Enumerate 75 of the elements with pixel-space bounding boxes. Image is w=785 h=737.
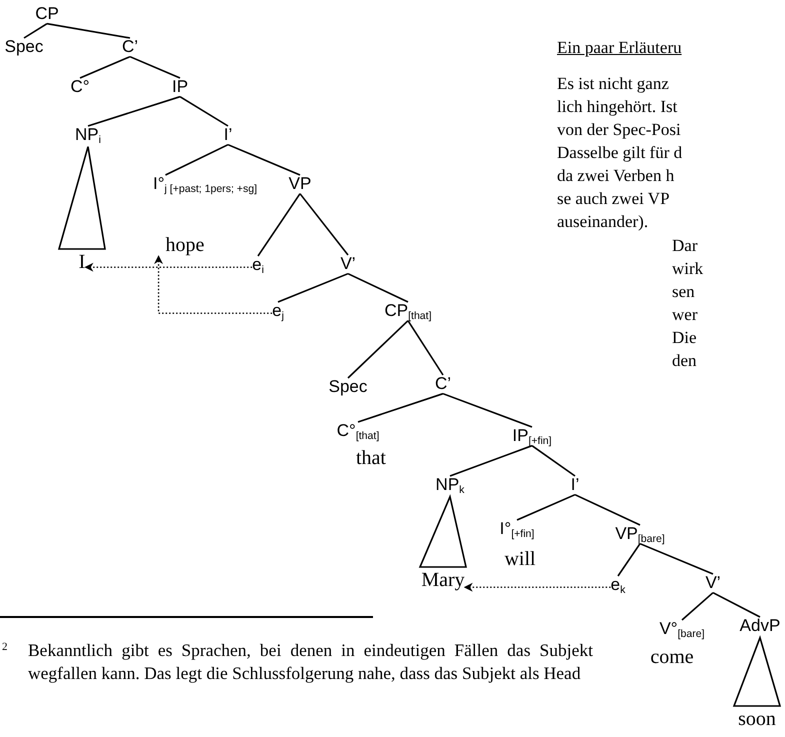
tree-branch xyxy=(299,193,349,256)
tree-node-label: NP$_{k}$ xyxy=(436,476,464,495)
tree-node-label: VP xyxy=(288,175,312,194)
tree-node-label: C’ xyxy=(122,38,138,57)
tree-branch xyxy=(681,592,714,621)
tree-node-label: NP$_{i}$ xyxy=(75,126,101,145)
tree-node-label: V’ xyxy=(340,255,356,274)
tree-branch xyxy=(348,272,408,303)
text-line: den xyxy=(672,352,697,371)
word-label: come xyxy=(650,646,694,668)
tree-branch xyxy=(617,543,641,576)
tree-node-label: CP$_{[that]}$ xyxy=(384,302,432,321)
text-line: sen xyxy=(672,283,695,302)
tree-branch xyxy=(165,144,228,176)
text-line: Die xyxy=(672,329,697,348)
tree-branch xyxy=(574,494,640,526)
text-line: Dasselbe gilt für d xyxy=(557,144,682,163)
tree-branch xyxy=(228,144,300,176)
word-label: soon xyxy=(738,708,776,730)
tree-node-label: Spec xyxy=(328,378,368,397)
tree-node-label: IP$_{[+fin]}$ xyxy=(512,427,552,446)
word-label: I xyxy=(78,251,86,273)
word-label: Mary xyxy=(421,569,465,591)
word-label: that xyxy=(356,447,386,469)
tree-node-label: C°$_{[that]}$ xyxy=(336,422,380,441)
tree-node-label: C’ xyxy=(434,375,452,394)
tree-node-label: I’ xyxy=(224,126,232,145)
tree-node-label: e$_{j}$ xyxy=(272,302,284,321)
movement-arrow xyxy=(154,255,272,314)
tree-node-label: I°$_{[+fin]}$ xyxy=(500,520,534,539)
text-line: se auch zwei VP xyxy=(557,190,670,209)
tree-node-label: V’ xyxy=(705,574,721,593)
tree-branch xyxy=(24,23,48,39)
tree-branch xyxy=(712,592,760,618)
text-line: wer xyxy=(672,306,698,325)
tree-node-label: VP$_{[bare]}$ xyxy=(615,525,665,544)
tree-branch xyxy=(257,193,301,256)
tree-node-label: Spec xyxy=(4,38,44,57)
section-heading: Ein paar Erläuteru xyxy=(557,38,682,58)
tree-branch xyxy=(442,392,532,428)
tree-branch xyxy=(640,542,714,575)
tree-branch xyxy=(180,96,228,127)
text-line: Dar xyxy=(672,237,698,256)
word-label: hope xyxy=(156,234,204,256)
tree-branch xyxy=(347,320,409,379)
tree-node-label: IP xyxy=(172,78,188,97)
tree-branch xyxy=(450,444,532,477)
tree-node-label: I°$_{j [+past; 1pers; +sg]}$ xyxy=(152,175,258,194)
tree-node-label: e$_{i}$ xyxy=(252,256,264,275)
tree-branch xyxy=(532,445,576,477)
tree-branch xyxy=(130,56,180,79)
text-line: lich hingehört. Ist xyxy=(557,98,678,117)
footnote-number: 2 xyxy=(2,641,8,653)
tree-branch xyxy=(88,96,180,127)
tree-branch xyxy=(516,494,576,521)
tree-branch xyxy=(46,22,130,39)
text-line: von der Spec-Posi xyxy=(557,121,681,140)
footnote-text: Bekanntlich gibt es Sprachen, bei denen in eindeutigen Fällen das Subjekt wegfallen kann. Das legt die Schlussfolgerung nahe, dass das Subjekt als Head xyxy=(28,639,593,685)
word-label: will xyxy=(504,548,536,570)
tree-node-label: V°$_{[bare]}$ xyxy=(659,620,705,639)
tree-node-label: CP xyxy=(35,5,59,24)
tree-node-label: I’ xyxy=(570,476,580,495)
text-line: auseinander). xyxy=(557,213,648,232)
text-line: Es ist nicht ganz xyxy=(557,75,669,94)
tree-branch xyxy=(278,272,348,303)
tree-node-label: C° xyxy=(70,78,90,97)
tree-branch xyxy=(407,320,444,376)
movement-arrow xyxy=(84,262,252,272)
tree-branch xyxy=(80,56,130,79)
text-line: da zwei Verben h xyxy=(557,167,674,186)
tree-node-label: AdvP xyxy=(740,617,780,636)
movement-arrow xyxy=(464,582,611,592)
tree-node-label: e$_{k}$ xyxy=(610,576,626,595)
tree-branch xyxy=(358,392,444,423)
text-line: wirk xyxy=(672,260,704,279)
